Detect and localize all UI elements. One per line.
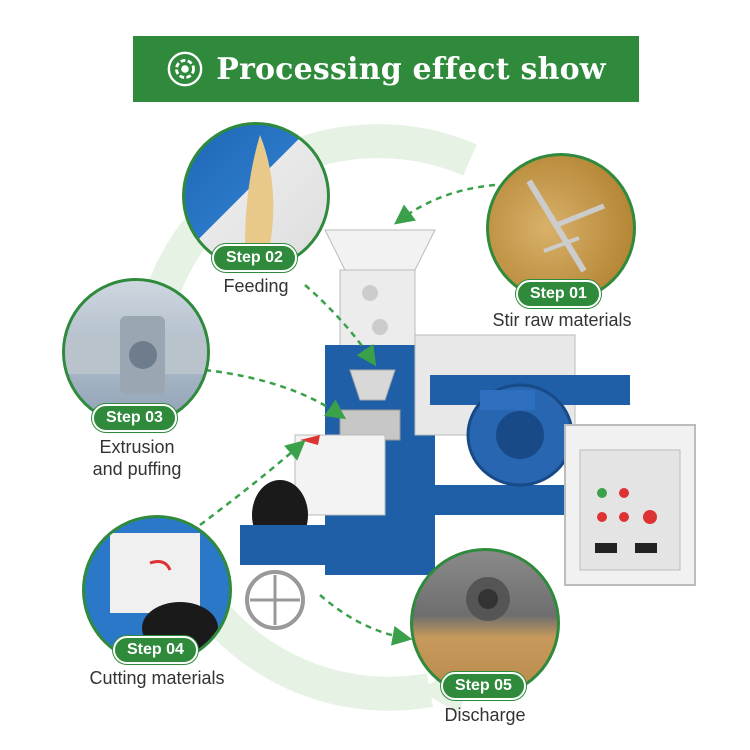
extrusion-barrel-icon	[65, 316, 207, 394]
extruder-machine-image	[240, 229, 696, 630]
mixer-icon	[526, 179, 605, 273]
header-banner: Processing effect show	[133, 36, 639, 102]
step-04-caption: Cutting materials	[89, 668, 225, 688]
step-01-badge: Step 01	[516, 280, 601, 308]
step-02-photo	[182, 122, 330, 270]
step-02-badge: Step 02	[212, 244, 297, 272]
feeding-grain-icon	[245, 135, 274, 245]
step-03-caption-line2: and puffing	[92, 459, 182, 479]
discharge-pellets-icon	[466, 577, 510, 621]
page-title: Processing effect show	[216, 51, 606, 87]
step-01-photo	[486, 153, 636, 303]
step-03-caption: Extrusion and puffing	[72, 436, 202, 480]
cutter-motor-icon	[110, 533, 218, 654]
step-04-badge: Step 04	[113, 636, 198, 664]
step-05-badge: Step 05	[441, 672, 526, 700]
step-02-caption: Feeding	[223, 276, 289, 296]
step-03-caption-line1: Extrusion	[99, 437, 175, 457]
step-03-badge: Step 03	[92, 404, 177, 432]
gear-icon	[167, 51, 203, 87]
step-03-photo	[62, 278, 210, 426]
step-01-caption: Stir raw materials	[492, 310, 632, 330]
step-05-caption: Discharge	[444, 705, 526, 725]
